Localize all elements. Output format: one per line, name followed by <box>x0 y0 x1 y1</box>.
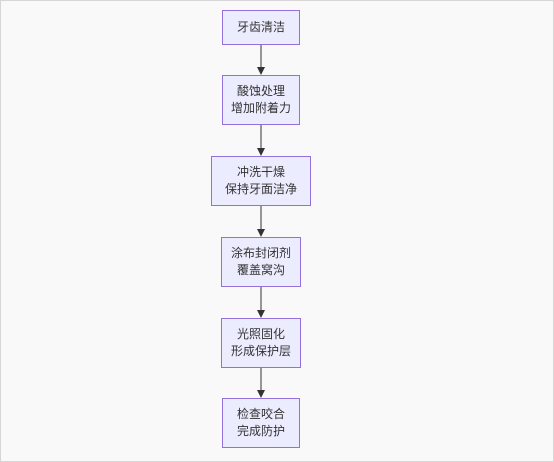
edge-arrowhead <box>257 67 265 75</box>
edge-arrow-3 <box>257 206 265 237</box>
node-label-line-1: 检查咬合 <box>236 407 285 421</box>
node-rinse-dry: 冲洗干燥 保持牙面洁净 <box>211 156 311 206</box>
node-label-line-2: 增加附着力 <box>230 101 291 115</box>
node-label-line-2: 完成防护 <box>236 424 285 438</box>
node-check-bite: 检查咬合 完成防护 <box>222 398 300 448</box>
node-label-line-2: 覆盖窝沟 <box>236 263 285 277</box>
node-label-line-2: 形成保护层 <box>230 344 291 358</box>
edge-arrowhead <box>257 310 265 318</box>
node-label-line-1: 酸蚀处理 <box>236 84 285 98</box>
node-label-line-1: 牙齿清洁 <box>236 20 285 34</box>
node-light-cure: 光照固化 形成保护层 <box>221 318 301 368</box>
node-label-line-1: 光照固化 <box>236 327 285 341</box>
edge-arrow-2 <box>257 125 265 156</box>
edge-arrow-1 <box>257 45 265 75</box>
node-label-line-2: 保持牙面洁净 <box>224 182 297 196</box>
edge-arrow-5 <box>257 368 265 398</box>
edge-arrow-4 <box>257 287 265 318</box>
node-acid-etching: 酸蚀处理 增加附着力 <box>222 75 300 125</box>
edge-arrowhead <box>257 390 265 398</box>
node-teeth-cleaning: 牙齿清洁 <box>222 10 300 45</box>
edge-arrowhead <box>257 148 265 156</box>
edge-arrowhead <box>257 229 265 237</box>
node-label-line-1: 涂布封闭剂 <box>230 246 291 260</box>
node-label-line-1: 冲洗干燥 <box>236 165 285 179</box>
node-apply-sealant: 涂布封闭剂 覆盖窝沟 <box>221 237 301 287</box>
